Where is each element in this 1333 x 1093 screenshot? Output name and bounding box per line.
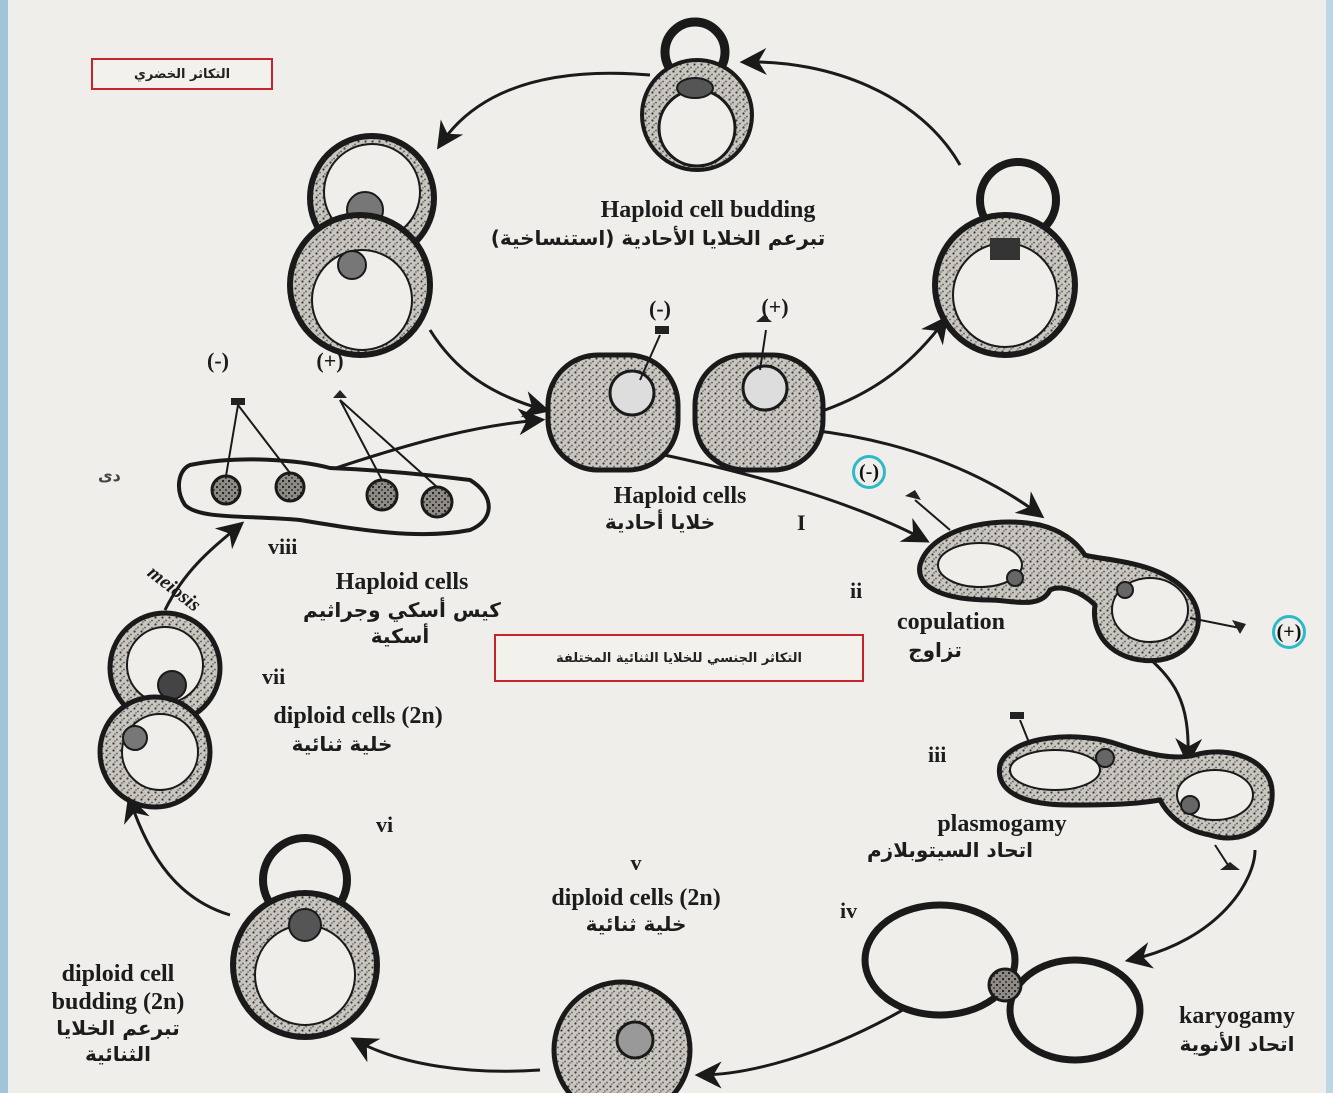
- diploid-budding-cell-vi: [233, 838, 377, 1037]
- circled-minus-marker: (-): [852, 455, 886, 489]
- stage-v-label: v: [631, 852, 642, 874]
- karyogamy-label-ar: اتحاد الأنوية: [1180, 1034, 1295, 1054]
- stage-iv-label: iv: [840, 900, 857, 922]
- karyogamy-cells: [865, 905, 1140, 1060]
- diploid-cells-center-label-ar: خلية ثنائية: [586, 914, 687, 934]
- mating-type-plus-top: (+): [761, 296, 788, 318]
- mating-type-plus-left: (+): [316, 350, 343, 372]
- diploid-cells-left-label: diploid cells (2n): [273, 704, 442, 728]
- margin-mark: دى: [98, 468, 121, 484]
- diploid-budding-label-ar-1: تبرعم الخلايا: [56, 1018, 179, 1038]
- diploid-cells-vii: [100, 613, 220, 807]
- arrow-to-diploid-budding: [355, 1040, 540, 1071]
- arrow-left-to-haploid: [430, 330, 545, 410]
- plasmogamy-label: plasmogamy: [937, 812, 1066, 836]
- haploid-cells-center-label-ar: خلايا أحادية: [605, 512, 715, 532]
- arrow-haploid-to-right: [825, 320, 945, 410]
- haploid-budding-label: Haploid cell budding: [601, 198, 816, 222]
- budding-cell-right: [935, 162, 1075, 355]
- mating-type-minus-left: (-): [207, 350, 229, 372]
- haploid-cells-left-label-ar-1: كيس أسكي وجراثيم: [303, 600, 501, 620]
- stage-iii-label: iii: [928, 744, 946, 766]
- stage-vii-label: vii: [262, 666, 285, 688]
- sexual-reproduction-box: التكاثر الجنسي للخلايا الثنائية المختلفة: [494, 634, 864, 682]
- asexual-reproduction-box: التكاثر الخضري: [91, 58, 273, 90]
- plasmogamy-cells: [999, 712, 1272, 870]
- haploid-cells-left-label: Haploid cells: [336, 570, 469, 594]
- budding-cell-left: [290, 136, 434, 355]
- stage-ii-label: ii: [850, 580, 862, 602]
- haploid-budding-label-ar: تبرعم الخلايا الأحادية (استنساخية): [491, 228, 826, 248]
- stage-vi-label: vi: [376, 814, 393, 836]
- karyogamy-label: karyogamy: [1179, 1004, 1295, 1028]
- diploid-cell-v: [554, 982, 690, 1093]
- stage-i-label: I: [797, 512, 806, 534]
- haploid-cells-center-label: Haploid cells: [614, 484, 747, 508]
- budding-cell-top: [642, 22, 752, 170]
- mating-type-minus-top: (-): [649, 298, 671, 320]
- arrow-bud-to-left: [440, 73, 650, 145]
- arrow-to-karyogamy: [1130, 850, 1255, 960]
- arrow-to-diploid: [700, 1000, 920, 1075]
- copulation-label-ar: تزاوج: [908, 640, 962, 660]
- diploid-cells-left-label-ar: خلية ثنائية: [292, 734, 393, 754]
- arrow-right-to-top: [745, 62, 960, 165]
- copulation-label: copulation: [897, 610, 1005, 634]
- plasmogamy-label-ar: اتحاد السيتوبلازم: [867, 840, 1033, 860]
- arrow-to-vii: [130, 800, 230, 915]
- circled-plus-marker: (+): [1272, 615, 1306, 649]
- haploid-cell-pair: [548, 315, 823, 470]
- arrow-to-plasmogamy: [1140, 650, 1188, 760]
- diploid-cells-center-label: diploid cells (2n): [551, 886, 720, 910]
- ascus-viii: [179, 390, 489, 534]
- copulation-cells: [905, 490, 1246, 661]
- arrow-to-copulation-top: [810, 430, 1040, 515]
- stage-viii-label: viii: [268, 536, 297, 558]
- diploid-budding-label-ar-2: الثنائية: [85, 1044, 151, 1064]
- diploid-budding-label-1: diploid cell: [62, 962, 175, 986]
- arrow-ascus-to-haploid: [330, 420, 540, 470]
- haploid-cells-left-label-ar-2: أسكية: [371, 626, 429, 646]
- diploid-budding-label-2: budding (2n): [52, 990, 185, 1014]
